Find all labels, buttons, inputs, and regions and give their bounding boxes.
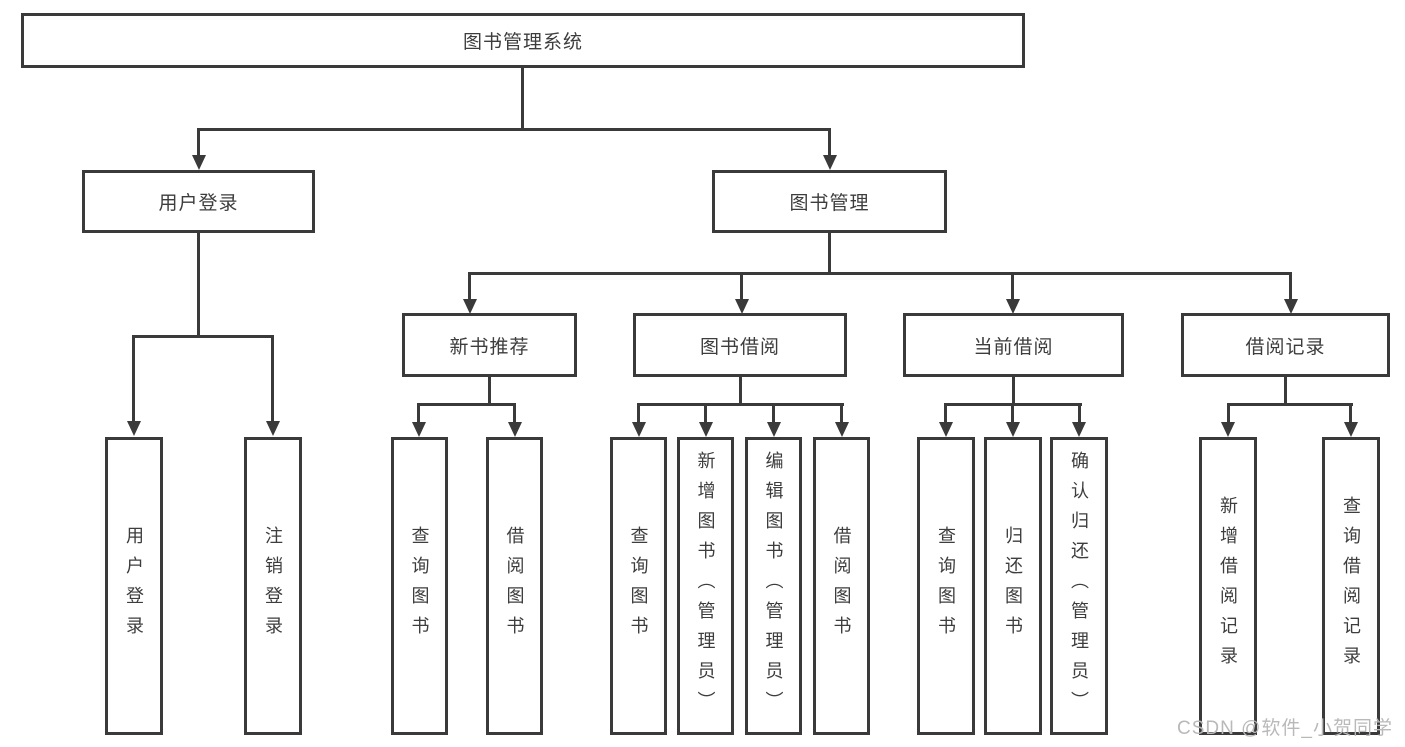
- connector: [840, 403, 843, 423]
- connector: [1349, 403, 1352, 423]
- arrow-down-icon: [1284, 299, 1298, 314]
- arrow-down-icon: [1072, 422, 1086, 437]
- leaf-label: 借阅图书: [504, 526, 525, 646]
- connector: [739, 377, 742, 404]
- connector: [637, 403, 844, 406]
- connector: [637, 403, 640, 423]
- connector: [828, 128, 831, 156]
- connector: [1078, 403, 1081, 423]
- connector: [1012, 377, 1015, 404]
- connector: [1227, 403, 1230, 423]
- node-book-borrowing: 图书借阅: [633, 313, 847, 377]
- leaf-label: 确认归还（管理员）: [1069, 451, 1089, 721]
- connector: [132, 335, 135, 423]
- leaf-query-books-1: 查询图书: [391, 437, 448, 735]
- leaf-query-borrow-record: 查询借阅记录: [1322, 437, 1380, 735]
- node-user-login: 用户登录: [82, 170, 315, 233]
- leaf-label: 注销登录: [263, 526, 283, 646]
- connector: [1284, 377, 1287, 404]
- connector: [704, 403, 707, 423]
- connector: [468, 272, 471, 300]
- connector: [944, 403, 947, 423]
- node-label: 图书管理: [789, 193, 870, 214]
- leaf-label: 编辑图书（管理员）: [763, 451, 784, 721]
- connector: [271, 335, 274, 423]
- connector: [197, 128, 200, 156]
- node-label: 借阅记录: [1245, 336, 1326, 358]
- leaf-logout: 注销登录: [244, 437, 302, 735]
- arrow-down-icon: [508, 422, 522, 437]
- leaf-label: 查询图书: [409, 526, 430, 646]
- connector: [488, 377, 491, 404]
- csdn-watermark: CSDN @软件_小贺同学: [1177, 718, 1393, 739]
- leaf-edit-books-admin: 编辑图书（管理员）: [745, 437, 802, 735]
- leaf-borrow-books-1: 借阅图书: [486, 437, 543, 735]
- leaf-label: 借阅图书: [831, 526, 852, 646]
- leaf-label: 查询图书: [628, 526, 649, 646]
- arrow-down-icon: [192, 155, 206, 170]
- arrow-down-icon: [835, 422, 849, 437]
- connector: [197, 233, 200, 335]
- leaf-query-books-3: 查询图书: [917, 437, 975, 735]
- connector: [1011, 272, 1014, 300]
- leaf-return-books: 归还图书: [984, 437, 1042, 735]
- arrow-down-icon: [463, 299, 477, 314]
- leaf-borrow-books-2: 借阅图书: [813, 437, 870, 735]
- arrow-down-icon: [1006, 299, 1020, 314]
- leaf-add-borrow-record: 新增借阅记录: [1199, 437, 1257, 735]
- connector: [828, 233, 831, 272]
- arrow-down-icon: [127, 421, 141, 436]
- leaf-label: 用户登录: [124, 526, 144, 646]
- connector: [197, 128, 831, 131]
- arrow-down-icon: [1344, 422, 1358, 437]
- arrow-down-icon: [699, 422, 713, 437]
- arrow-down-icon: [823, 155, 837, 170]
- arrow-down-icon: [412, 422, 426, 437]
- leaf-query-books-2: 查询图书: [610, 437, 667, 735]
- leaf-label: 查询图书: [936, 526, 956, 646]
- node-label: 图书管理系统: [462, 32, 583, 53]
- connector: [740, 272, 743, 300]
- connector: [1289, 272, 1292, 300]
- node-book-management: 图书管理: [712, 170, 947, 233]
- node-borrowing-records: 借阅记录: [1181, 313, 1390, 377]
- node-label: 图书借阅: [699, 336, 780, 358]
- arrow-down-icon: [939, 422, 953, 437]
- node-label: 当前借阅: [973, 336, 1054, 358]
- arrow-down-icon: [1006, 422, 1020, 437]
- arrow-down-icon: [767, 422, 781, 437]
- leaf-user-login: 用户登录: [105, 437, 163, 735]
- arrow-down-icon: [735, 299, 749, 314]
- connector: [417, 403, 420, 423]
- connector: [1227, 403, 1353, 406]
- node-current-borrowing: 当前借阅: [903, 313, 1124, 377]
- node-label: 新书推荐: [449, 336, 530, 358]
- connector: [132, 335, 274, 338]
- connector: [521, 68, 524, 128]
- connector: [417, 403, 516, 406]
- leaf-label: 新增借阅记录: [1218, 496, 1238, 676]
- connector: [513, 403, 516, 423]
- connector: [1011, 403, 1014, 423]
- connector: [468, 272, 1292, 275]
- node-library-management-system: 图书管理系统: [21, 13, 1025, 68]
- node-label: 用户登录: [158, 193, 239, 214]
- leaf-confirm-return-admin: 确认归还（管理员）: [1050, 437, 1108, 735]
- arrow-down-icon: [266, 421, 280, 436]
- connector: [772, 403, 775, 423]
- leaf-label: 归还图书: [1003, 526, 1023, 646]
- leaf-add-books-admin: 新增图书（管理员）: [677, 437, 734, 735]
- arrow-down-icon: [632, 422, 646, 437]
- node-new-book-recommendation: 新书推荐: [402, 313, 577, 377]
- leaf-label: 新增图书（管理员）: [695, 451, 716, 721]
- arrow-down-icon: [1221, 422, 1235, 437]
- leaf-label: 查询借阅记录: [1341, 496, 1361, 676]
